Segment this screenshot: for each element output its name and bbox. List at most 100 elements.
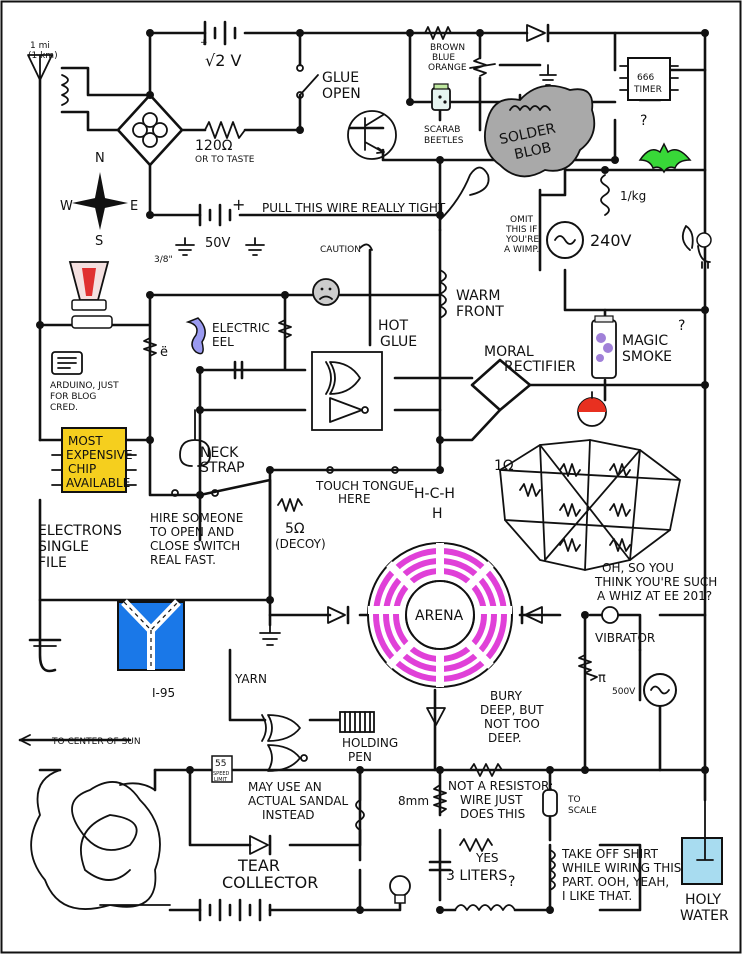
brown-label-2: BLUE	[432, 53, 455, 63]
touch-label-2: HERE	[338, 492, 371, 506]
speed-label-2: SPEED	[213, 771, 230, 777]
diode-icon	[426, 707, 446, 726]
glue-open-label-2: OPEN	[322, 86, 361, 102]
magic-smoke-icon	[591, 315, 617, 379]
sandal-label-3: INSTEAD	[262, 808, 315, 822]
diode-icon	[524, 606, 543, 624]
hch-label-2: H	[432, 506, 443, 522]
motor-icon	[542, 789, 558, 817]
neck-label-2: STRAP	[200, 460, 245, 476]
ohm120-note: OR TO TASTE	[195, 155, 255, 165]
resistor-mesh-icon	[499, 439, 681, 571]
expensive-chip-icon	[51, 427, 137, 493]
three-eighths-label: 3/8"	[154, 255, 173, 265]
ground-icon	[245, 237, 265, 256]
holding-label-2: PEN	[348, 750, 372, 764]
bury-label-3: NOT TOO	[484, 717, 540, 731]
ohm120-label: 120Ω	[195, 138, 233, 154]
arrow-icon	[359, 243, 373, 251]
shirt-label-4: I LIKE THAT.	[562, 889, 632, 903]
capacitor-icon	[233, 360, 244, 380]
arduino-label-1: ARDUINO, JUST	[50, 381, 119, 391]
ground-icon	[259, 624, 281, 646]
e-umlaut-label: ë	[160, 345, 168, 360]
capacitor-icon	[428, 860, 452, 872]
arduino-label-3: CRED.	[50, 403, 78, 413]
hot-glue-label-1: HOT	[378, 318, 409, 334]
bury-label-1: BURY	[490, 689, 523, 703]
resistor-icon	[143, 337, 157, 357]
ground-icon	[29, 639, 61, 647]
holy-water-icon	[681, 799, 723, 885]
ac-source-icon	[546, 221, 584, 259]
tangled-wire-icon	[30, 769, 171, 910]
hire-label-4: REAL FAST.	[150, 553, 216, 567]
arduino-icon	[51, 351, 83, 375]
resistor-icon	[469, 763, 503, 777]
bury-label-2: DEEP, BUT	[480, 703, 544, 717]
battery-icon	[198, 203, 232, 227]
eel-icon	[185, 317, 206, 355]
caution-label: CAUTION	[320, 245, 361, 255]
v240-label: 240V	[590, 231, 632, 250]
squiggle-wire-icon	[433, 784, 447, 814]
arrow-left-icon	[19, 734, 31, 746]
decoy-label-2: (DECOY)	[275, 537, 326, 551]
holding-pen-icon	[339, 711, 375, 733]
neck-label-1: NECK	[200, 445, 239, 461]
compass-s: S	[95, 234, 103, 249]
question-mark-1: ?	[640, 113, 647, 129]
electrons-label-3: FILE	[38, 555, 67, 571]
hire-label-3: CLOSE SWITCH	[150, 539, 240, 553]
omit-label-4: A WIMP.	[504, 245, 539, 255]
whiz-label-3: A WHIZ AT EE 201?	[597, 589, 712, 603]
solder-label-2: BLOB	[513, 140, 553, 163]
lightbulb-icon	[389, 875, 411, 904]
hot-glue-label-2: GLUE	[380, 334, 417, 350]
vibrator-icon	[601, 606, 619, 624]
terminal-icon	[391, 466, 399, 474]
v500-label: 500V	[612, 687, 636, 697]
not-resistor-label-2: WIRE JUST	[460, 793, 523, 807]
junction-dots	[36, 29, 709, 914]
ground-icon	[175, 237, 195, 256]
scarab-jar-icon	[431, 83, 451, 111]
yarn-label: YARN	[234, 672, 267, 686]
brown-label-1: BROWN	[430, 43, 465, 53]
vibrator-label: VIBRATOR	[595, 631, 655, 645]
whiz-label-2: THINK YOU'RE SUCH	[594, 575, 717, 589]
electric-label-2: EEL	[212, 335, 234, 349]
diode-icon	[526, 23, 550, 43]
diode-icon	[327, 606, 346, 624]
distance-label-1: 1 mi	[30, 41, 50, 51]
question-mark-3: ?	[508, 874, 515, 890]
tear-label-1: TEAR	[237, 856, 280, 875]
magic-label-2: SMOKE	[622, 349, 672, 365]
inductor-icon	[509, 105, 551, 111]
antenna-icon	[27, 54, 53, 81]
sandal-icon	[355, 799, 365, 831]
bridge-icon	[132, 112, 168, 148]
speed-label-1: 55	[215, 759, 226, 769]
electrons-label-1: ELECTRONS	[38, 523, 122, 539]
touch-label-1: TOUCH TONGUE	[315, 479, 414, 493]
battery-icon	[198, 898, 272, 922]
battery-icon	[203, 20, 237, 46]
chip-label-2: EXPENSIVE	[66, 448, 133, 462]
loop-icon	[439, 166, 490, 221]
plus-sign: +	[232, 195, 245, 214]
v50-label: 50V	[205, 236, 231, 251]
sqrt2v-label: √2 V	[205, 51, 241, 70]
compass-n: N	[95, 151, 105, 166]
timer-label-1: 666	[637, 73, 654, 83]
question-mark-2: ?	[678, 318, 685, 334]
shirt-label-1: TAKE OFF SHIRT	[561, 847, 659, 861]
logic-gate-icon	[311, 351, 383, 431]
spring-icon	[600, 174, 610, 216]
omit-label-2: THIS IF	[505, 225, 537, 235]
shirt-label-3: PART. OOH, YEAH,	[562, 875, 669, 889]
yes-label: YES	[475, 851, 499, 865]
holy-label-2: WATER	[680, 908, 729, 924]
